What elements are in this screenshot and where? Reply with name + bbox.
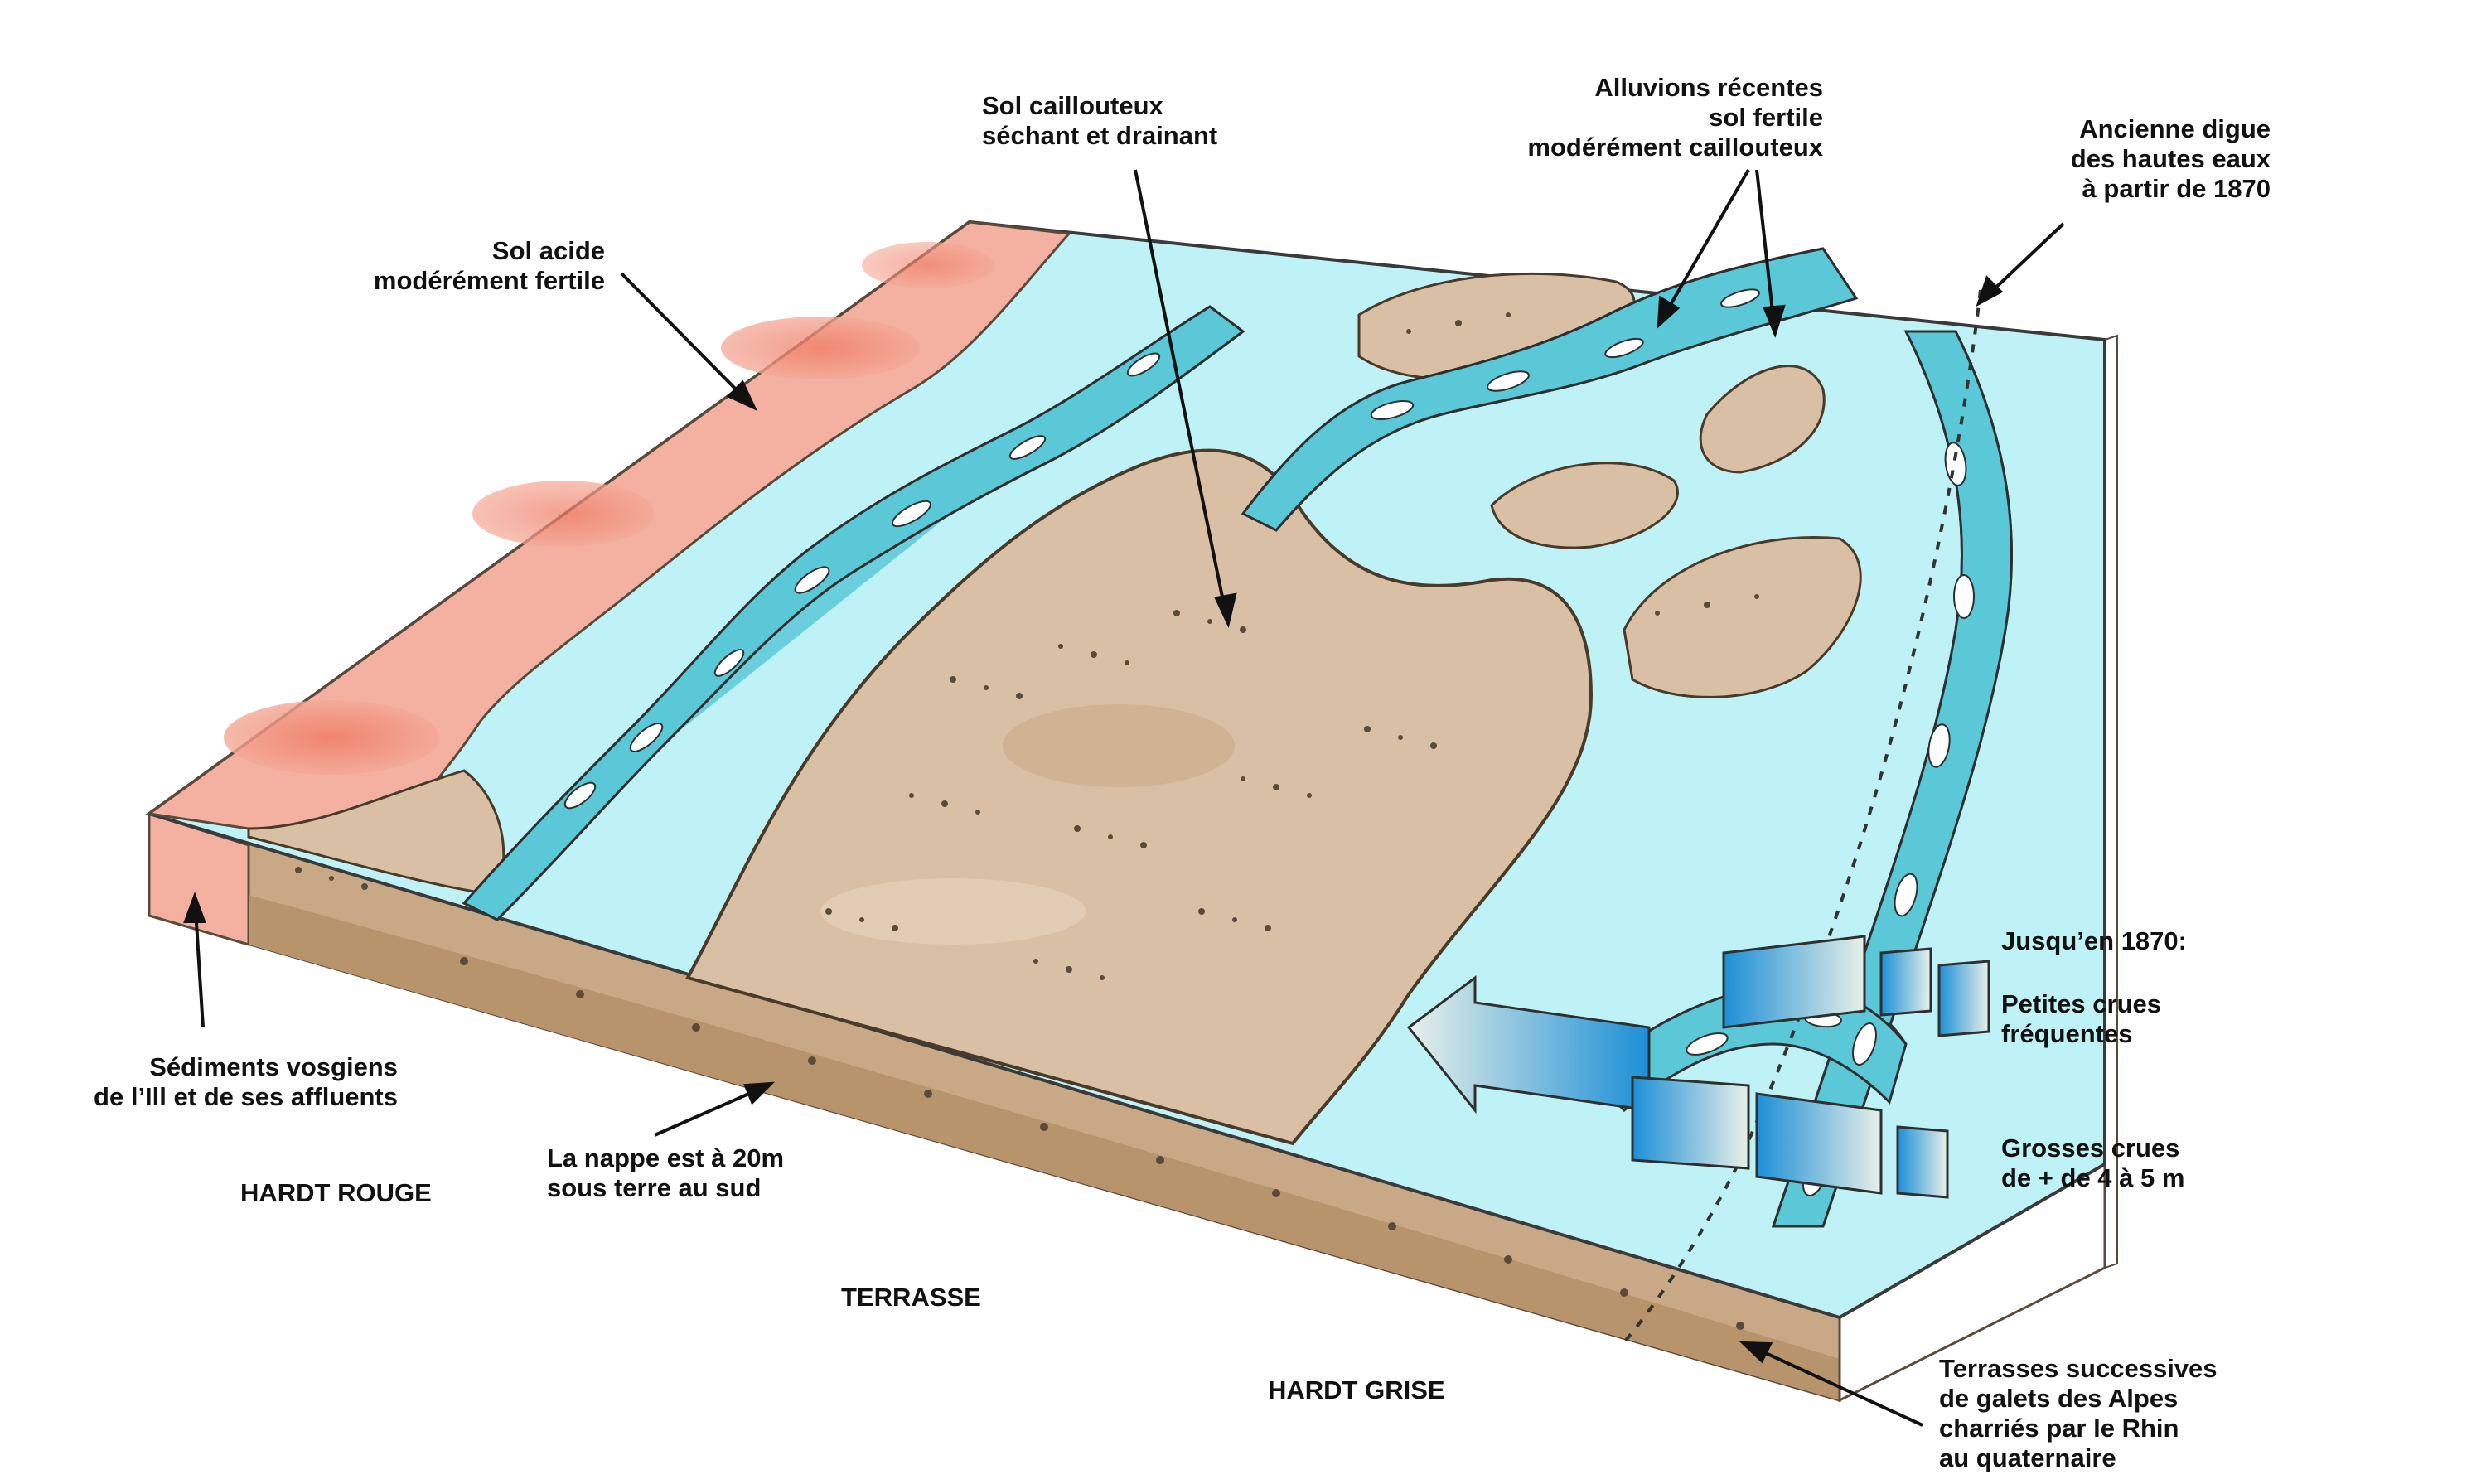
leader-sediments-head [183, 892, 206, 923]
label-grosses-crues-line2: de + de 4 à 5 m [2001, 1163, 2185, 1192]
label-terrasse: TERRASSE [841, 1283, 981, 1312]
label-terrasses-line4: au quaternaire [1939, 1443, 2116, 1472]
leader-nappe [654, 1088, 759, 1137]
left-braided-channel [462, 305, 1245, 921]
leader-alluvions-1-head [1657, 295, 1681, 329]
leader-sediments [194, 909, 205, 1028]
large-flood-arrow-5 [1755, 1092, 1883, 1195]
label-nappe-line2: sous terre au sud [547, 1173, 762, 1202]
label-alluvions: Alluvions récentes sol fertile modérémen… [1425, 73, 1823, 162]
leader-sol-acide-head [726, 379, 758, 412]
leader-digue [1987, 222, 2065, 296]
big-flood-arrow [1406, 975, 1651, 1114]
leader-alluvions-2 [1755, 169, 1775, 320]
hardt-rouge-gravel-strip [247, 769, 505, 897]
right-face-top-strip [2104, 334, 2118, 1269]
label-jusqu-1870: Jusqu’en 1870: [2001, 926, 2187, 955]
label-terrasses-line1: Terrasses successives [1939, 1354, 2218, 1383]
label-terrasses-line2: de galets des Alpes [1939, 1384, 2179, 1413]
leader-nappe-head [743, 1081, 776, 1105]
label-petites-crues: Petites crues fréquentes [2001, 989, 2161, 1049]
small-flood-arrow-1 [1722, 935, 1866, 1029]
label-sol-acide-line1: Sol acide [491, 236, 605, 265]
leader-sol-caillouteux-head [1214, 592, 1237, 629]
gravel-island-mid [1490, 462, 1679, 549]
label-ancienne-digue: Ancienne digue des hautes eaux à partir … [1972, 114, 2271, 204]
label-grosses-crues-line1: Grosses crues [2001, 1134, 2180, 1163]
label-alluvions-line1: Alluvions récentes [1594, 73, 1823, 102]
leader-alluvions-1 [1664, 168, 1750, 315]
label-alluvions-line3: modérément caillouteux [1527, 133, 1823, 162]
label-sol-caillouteux-line2: séchant et drainant [982, 121, 1218, 150]
large-flood-arrow-6 [1896, 1125, 1949, 1199]
right-braided-channel [1771, 330, 2013, 1228]
label-sediments-line1: Sédiments vosgiens [149, 1052, 398, 1081]
label-alluvions-line2: sol fertile [1709, 103, 1823, 132]
gravel-island-lower [1623, 536, 1862, 698]
label-nappe-line1: La nappe est à 20m [547, 1143, 785, 1172]
label-sediments-line2: de l’Ill et de ses affluents [94, 1082, 398, 1111]
label-sol-caillouteux-line1: Sol caillouteux [982, 91, 1163, 120]
small-flood-arrow-2 [1879, 947, 1932, 1017]
upper-braided-channel [1241, 247, 1859, 532]
leader-alluvions-2-head [1763, 304, 1786, 338]
label-sediments: Sédiments vosgiens de l’Ill et de ses af… [41, 1052, 398, 1112]
label-terrasses-line3: charriés par le Rhin [1939, 1414, 2179, 1443]
leader-arrows [183, 168, 2065, 1427]
label-hardt-rouge: HARDT ROUGE [240, 1178, 432, 1207]
label-petites-crues-line1: Petites crues [2001, 989, 2161, 1018]
leader-terrasses-head [1739, 1341, 1773, 1364]
block-side-faces [148, 334, 2118, 1403]
label-hardt-grise: HARDT GRISE [1268, 1375, 1445, 1404]
label-sol-acide-line2: modérément fertile [373, 266, 605, 295]
leader-sol-caillouteux [1134, 169, 1226, 610]
label-nappe: La nappe est à 20m sous terre au sud [547, 1143, 784, 1203]
terrasse-gravel-zone [685, 448, 1594, 1146]
gravel-island-right [1699, 365, 1826, 474]
label-petites-crues-line2: fréquentes [2001, 1019, 2133, 1048]
label-terrasses-successives: Terrasses successives de galets des Alpe… [1939, 1354, 2218, 1473]
front-face-gravel-band [249, 895, 1840, 1400]
leader-digue-head [1976, 275, 2004, 307]
flood-arrows [1406, 935, 1990, 1199]
label-sol-caillouteux: Sol caillouteux séchant et drainant [982, 91, 1313, 151]
label-ancienne-digue-line2: des hautes eaux [2070, 144, 2271, 173]
label-grosses-crues: Grosses crues de + de 4 à 5 m [2001, 1134, 2184, 1193]
label-ancienne-digue-line3: à partir de 1870 [2082, 174, 2271, 203]
small-flood-arrow-3 [1937, 960, 1990, 1037]
leader-sol-acide [620, 272, 746, 399]
large-flood-arrow-4 [1631, 1076, 1750, 1170]
label-ancienne-digue-line1: Ancienne digue [2079, 114, 2271, 143]
pebble-texture [295, 312, 1759, 1330]
old-dike-line [1623, 289, 1982, 1344]
label-sol-acide: Sol acide modérément fertile [273, 236, 605, 296]
leader-terrasses [1756, 1347, 1923, 1427]
